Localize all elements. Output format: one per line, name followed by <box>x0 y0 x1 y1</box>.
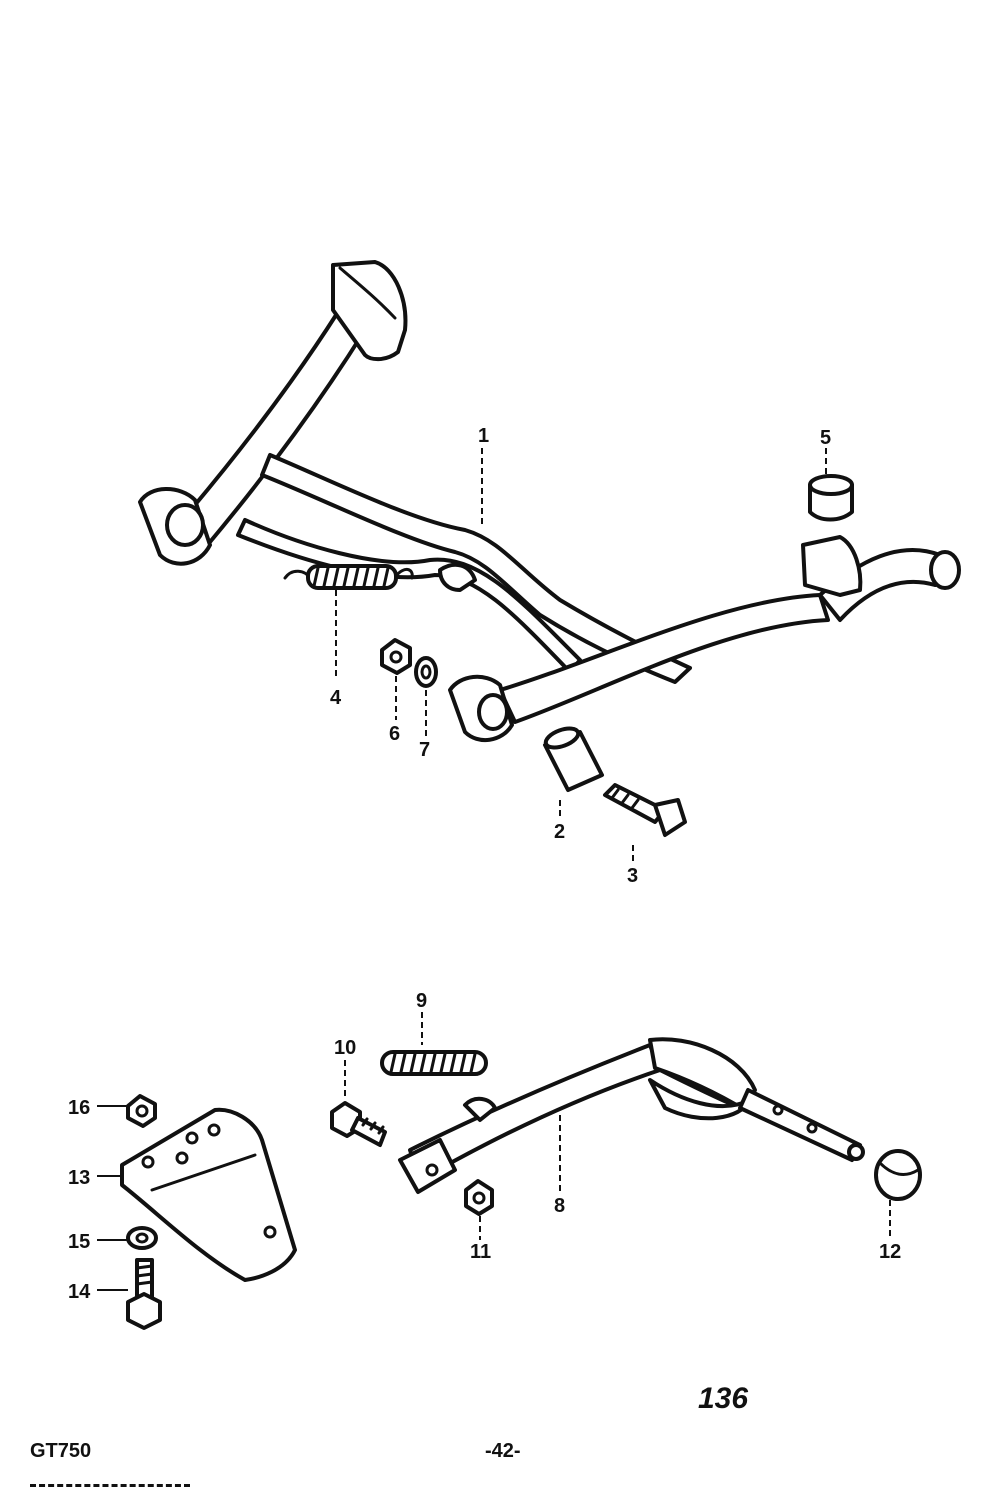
model-name: GT750 <box>30 1440 92 1462</box>
side-stand-bolt <box>330 1101 387 1147</box>
stand-nut <box>380 638 412 675</box>
pivot-bolt <box>603 783 687 837</box>
callout-7: 7 <box>419 739 430 761</box>
side-stand-nut <box>464 1179 494 1216</box>
callout-12: 12 <box>879 1241 901 1263</box>
stand-washer <box>414 656 438 688</box>
page-number: -42- <box>485 1440 521 1462</box>
callout-numbers: 1 2 3 4 5 6 7 8 9 10 11 12 13 14 15 16 <box>68 425 901 1303</box>
side-stand-rubber <box>874 1149 922 1201</box>
side-stand-spring <box>380 1050 488 1076</box>
callout-9: 9 <box>416 990 427 1012</box>
callout-2: 2 <box>554 821 565 843</box>
stand-collar <box>543 726 604 792</box>
center-stand <box>138 260 961 742</box>
bracket-washer <box>126 1226 158 1250</box>
callout-1: 1 <box>478 425 489 447</box>
callout-13: 13 <box>68 1167 90 1189</box>
callout-3: 3 <box>627 865 638 887</box>
callout-11: 11 <box>470 1241 491 1263</box>
callout-15: 15 <box>68 1231 90 1253</box>
bracket-nut <box>126 1094 157 1128</box>
callout-4: 4 <box>330 687 342 709</box>
plate-number: 136 <box>698 1382 749 1415</box>
callout-10: 10 <box>334 1037 356 1059</box>
callout-5: 5 <box>820 427 831 449</box>
callout-8: 8 <box>554 1195 565 1217</box>
callout-6: 6 <box>389 723 400 745</box>
callout-14: 14 <box>68 1281 91 1303</box>
stopper-rubber <box>808 474 854 522</box>
callout-16: 16 <box>68 1097 90 1119</box>
side-stand-bracket <box>120 1107 297 1282</box>
side-stand <box>398 1037 865 1194</box>
leader-lines <box>97 448 891 1291</box>
stand-spring <box>283 564 414 590</box>
bracket-bolt <box>126 1258 162 1330</box>
footer-rule <box>30 1484 190 1487</box>
